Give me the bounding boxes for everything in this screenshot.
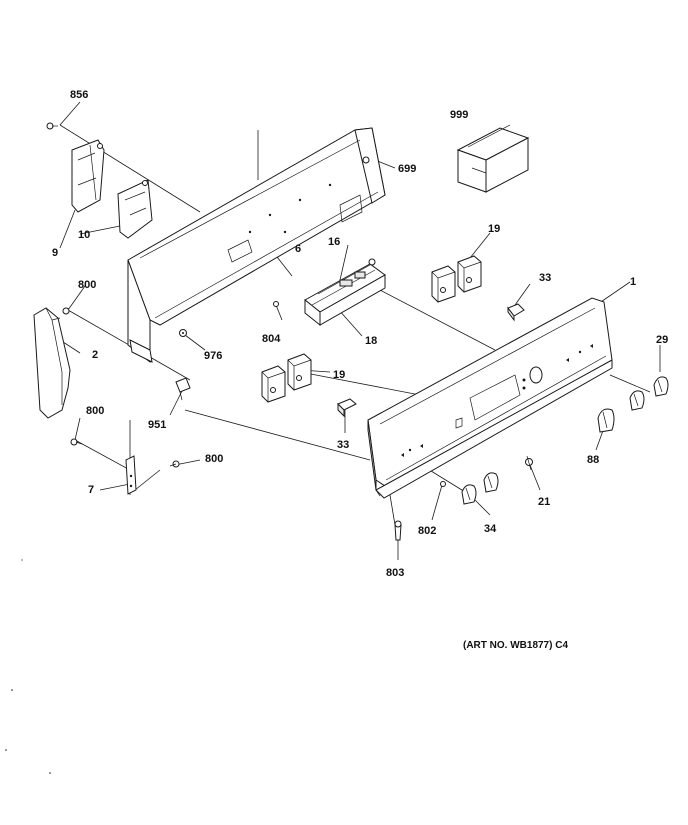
callout-34: 34 bbox=[484, 523, 497, 535]
callout-803: 803 bbox=[386, 567, 404, 579]
callout-7: 7 bbox=[88, 484, 94, 496]
screw-800-c bbox=[169, 460, 180, 468]
callout-802: 802 bbox=[418, 525, 436, 537]
clip-21 bbox=[525, 455, 533, 471]
callout-33-upper: 33 bbox=[539, 272, 551, 284]
callout-951: 951 bbox=[148, 419, 166, 431]
knob-34-a bbox=[461, 484, 477, 505]
callout-labels: 856 999 699 9 10 16 19 6 33 1 800 2 804 … bbox=[52, 89, 668, 579]
scan-specks bbox=[5, 559, 51, 774]
callout-18: 18 bbox=[365, 335, 377, 347]
callout-21: 21 bbox=[538, 496, 550, 508]
screw-802 bbox=[440, 481, 446, 487]
box-999 bbox=[456, 124, 530, 193]
callout-6: 6 bbox=[295, 243, 301, 255]
callout-19-upper: 19 bbox=[488, 223, 500, 235]
callout-800-c: 800 bbox=[205, 453, 223, 465]
callout-856: 856 bbox=[70, 89, 88, 101]
clip-33-upper bbox=[507, 303, 525, 322]
bracket-951 bbox=[175, 377, 191, 401]
callout-800-a: 800 bbox=[78, 279, 96, 291]
callout-10: 10 bbox=[78, 229, 90, 241]
knob-88-a bbox=[629, 390, 645, 411]
screw-856 bbox=[46, 122, 58, 130]
callout-19-lower: 19 bbox=[333, 369, 345, 381]
screw-800-b bbox=[70, 438, 83, 446]
callout-9: 9 bbox=[52, 247, 58, 259]
control-panel-1 bbox=[367, 297, 613, 499]
bracket-9 bbox=[71, 139, 105, 213]
control-board-16 bbox=[304, 258, 386, 327]
callout-16: 16 bbox=[328, 236, 340, 248]
callout-2: 2 bbox=[92, 349, 98, 361]
callout-999: 999 bbox=[450, 109, 468, 121]
screw-976 bbox=[179, 329, 187, 337]
clip-33-lower bbox=[337, 398, 357, 418]
knob-29 bbox=[653, 376, 669, 397]
screw-800-a bbox=[62, 307, 70, 315]
bracket-7 bbox=[125, 455, 137, 495]
knob-34-b bbox=[483, 472, 499, 493]
switches-19-lower bbox=[261, 353, 312, 403]
art-number-caption: (ART NO. WB1877) C4 bbox=[463, 640, 569, 651]
screw-804 bbox=[273, 301, 279, 307]
callout-88: 88 bbox=[587, 454, 599, 466]
callout-976: 976 bbox=[204, 350, 222, 362]
knob-88-b bbox=[597, 408, 615, 433]
end-cap-2 bbox=[33, 307, 71, 419]
callout-29: 29 bbox=[656, 334, 668, 346]
callout-699: 699 bbox=[398, 163, 416, 175]
callout-804: 804 bbox=[262, 333, 281, 345]
switches-19-upper bbox=[431, 255, 482, 303]
callout-800-b: 800 bbox=[86, 405, 104, 417]
screw-803 bbox=[394, 520, 402, 541]
callout-1: 1 bbox=[630, 276, 636, 288]
backsplash-frame-6 bbox=[127, 127, 386, 364]
callout-33-lower: 33 bbox=[337, 439, 349, 451]
bracket-10 bbox=[117, 179, 153, 239]
